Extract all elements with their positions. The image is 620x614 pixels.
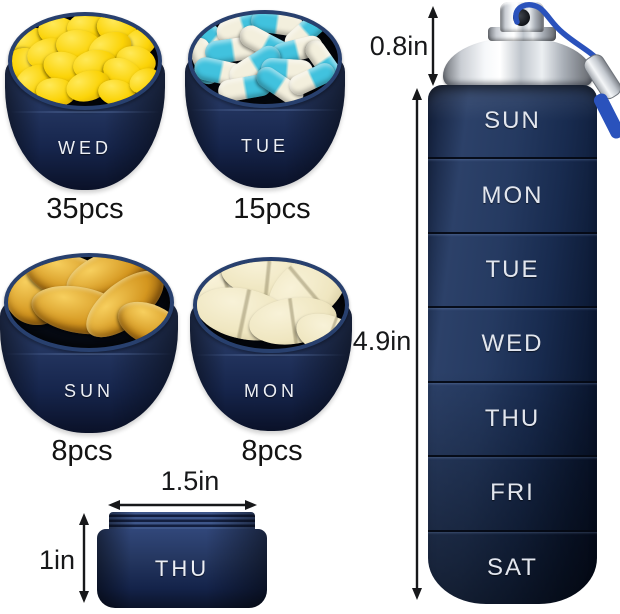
pill-bottle: SUN MON TUE WED THU FRI SAT: [425, 0, 600, 614]
day-label: SUN: [484, 107, 541, 135]
cup-opening-yellow-pills: [8, 12, 162, 110]
bottle-section-tue: TUE: [428, 231, 597, 306]
dim-label-jar-height: 1in: [38, 545, 76, 575]
bottle-body: SUN MON TUE WED THU FRI SAT: [428, 85, 597, 604]
pill-count-mon: 8pcs: [241, 435, 303, 467]
open-cup-wed: WED: [5, 12, 165, 190]
pill-count-sun: 8pcs: [51, 435, 113, 467]
pill-count-wed: 35pcs: [46, 193, 124, 225]
bottle-cap-dome: [443, 38, 593, 86]
dim-label-jar-width: 1.5in: [160, 466, 220, 496]
day-label: MON: [481, 181, 544, 209]
day-label: TUE: [485, 256, 540, 284]
cup-day-label: TUE: [241, 136, 289, 157]
closed-jar-thu: THU: [97, 512, 267, 608]
dim-label-cap-height: 0.8in: [369, 31, 429, 61]
day-label: WED: [481, 330, 544, 358]
jar-thread: [108, 512, 256, 531]
dim-arrow-jar-width: [108, 500, 257, 510]
jar-body: [97, 529, 267, 608]
bottle-section-sun: SUN: [428, 85, 597, 157]
cup-day-label: WED: [58, 138, 112, 159]
pill-count-tue: 15pcs: [233, 193, 311, 225]
day-label: THU: [484, 404, 541, 432]
bottle-cap-knob: [500, 2, 544, 32]
bottle-section-wed: WED: [428, 306, 597, 380]
lanyard-hole: [513, 9, 530, 26]
jar-day-label: THU: [154, 556, 210, 581]
bottle-section-mon: MON: [428, 157, 597, 231]
cup-day-label: MON: [244, 380, 298, 401]
open-cup-tue: TUE: [185, 10, 345, 188]
bottle-section-fri: FRI: [428, 455, 597, 529]
cup-opening-softgels: [3, 253, 175, 352]
dim-label-bottle-height: 4.9in: [352, 326, 412, 356]
cup-day-label: SUN: [63, 380, 114, 401]
open-cup-sun: SUN: [0, 253, 178, 433]
day-label: SAT: [487, 553, 538, 581]
bottle-section-sat: SAT: [428, 529, 597, 604]
bottle-section-thu: THU: [428, 380, 597, 455]
open-cup-mon: MON: [190, 257, 352, 431]
cup-opening-capsules: [188, 10, 342, 108]
day-label: FRI: [490, 479, 535, 507]
cup-opening-tablets: [193, 257, 349, 353]
